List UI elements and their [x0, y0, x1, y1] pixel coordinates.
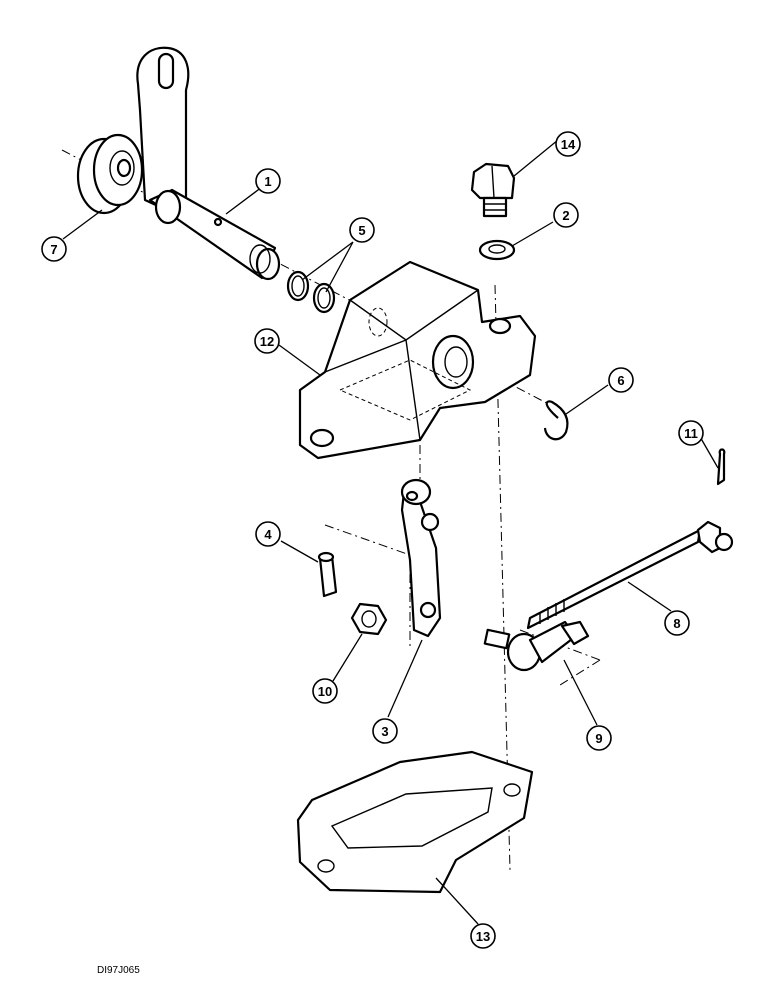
callout-label: 7 — [50, 242, 57, 257]
leader-lines — [62, 139, 719, 925]
callout-label: 10 — [318, 684, 332, 699]
callout-label: 9 — [595, 731, 602, 746]
part-7-pulley — [76, 133, 144, 215]
callout-7: 7 — [41, 236, 67, 262]
callout-11: 11 — [678, 420, 704, 446]
part-1-lever-shaft — [136, 46, 281, 281]
callout-10: 10 — [312, 678, 338, 704]
drawing-code: DI97J065 — [97, 965, 140, 976]
callout-5: 5 — [349, 217, 375, 243]
callout-label: 11 — [684, 426, 698, 441]
part-12-housing — [298, 260, 537, 460]
part-11-split-pin — [716, 448, 726, 486]
callout-label: 3 — [381, 724, 388, 739]
callout-label: 6 — [617, 373, 624, 388]
callout-9: 9 — [586, 725, 612, 751]
part-4-pin — [317, 551, 338, 598]
callout-3: 3 — [372, 718, 398, 744]
part-5-o-rings — [286, 270, 336, 314]
part-9-ball-joint — [483, 620, 590, 672]
callout-1: 1 — [255, 168, 281, 194]
callout-label: 13 — [476, 929, 490, 944]
callout-label: 1 — [264, 174, 271, 189]
part-3-lever — [400, 478, 442, 638]
callout-2: 2 — [553, 202, 579, 228]
callout-label: 5 — [358, 223, 365, 238]
callout-8: 8 — [664, 610, 690, 636]
callout-12: 12 — [254, 328, 280, 354]
part-14-bolt — [470, 162, 516, 218]
callout-label: 2 — [562, 208, 569, 223]
part-8-rod — [526, 520, 734, 630]
part-6-circlip — [543, 400, 569, 441]
callout-label: 8 — [673, 616, 680, 631]
callout-label: 14 — [561, 137, 576, 152]
callout-6: 6 — [608, 367, 634, 393]
part-2-washer — [478, 239, 516, 261]
part-13-gasket — [296, 750, 534, 894]
callout-label: 12 — [260, 334, 274, 349]
callout-13: 13 — [470, 923, 496, 949]
part-10-nut — [350, 602, 388, 636]
callout-label: 4 — [264, 527, 272, 542]
callout-4: 4 — [255, 521, 281, 547]
callout-14: 14 — [555, 131, 581, 157]
